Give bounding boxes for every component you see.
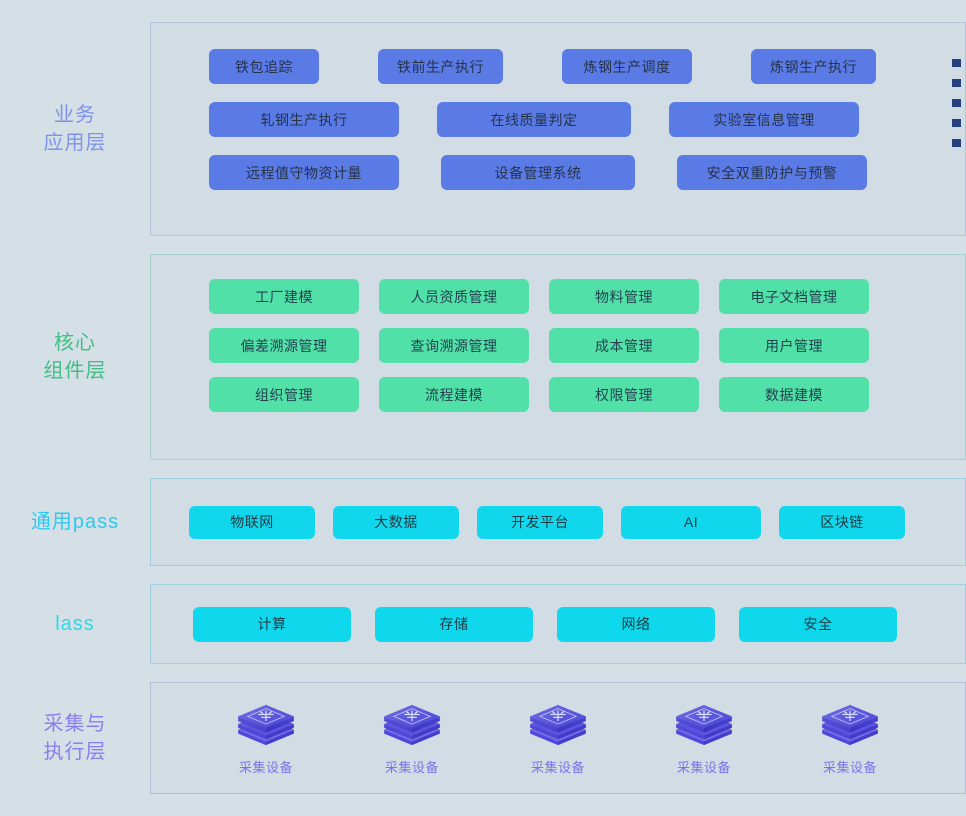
device-label: 采集设备: [676, 759, 731, 775]
edge-bullet-list: [952, 59, 966, 159]
layer-label-core: 核心 组件层: [43, 332, 107, 382]
core-row-3: 组织管理流程建模权限管理数据建模: [209, 377, 965, 412]
edge-bullet-marker: [952, 99, 961, 107]
layer-panel-paas: 物联网大数据开发平台 AI 区块链: [150, 478, 966, 566]
layer-label-business: 业务 应用层: [43, 104, 107, 154]
core-row-1: 工厂建模人员资质管理物料管理电子文档管理: [209, 279, 965, 314]
business-app-button[interactable]: 设备管理系统: [441, 155, 635, 190]
device-node[interactable]: 采集设备: [525, 701, 591, 776]
iaas-service-button[interactable]: 安全: [739, 606, 897, 642]
paas-row: 物联网大数据开发平台 AI 区块链: [151, 479, 965, 565]
core-component-button[interactable]: 数据建模: [719, 377, 869, 412]
business-app-button[interactable]: 炼钢生产执行: [751, 49, 876, 84]
iaas-service-button[interactable]: 网络: [557, 606, 715, 642]
paas-service-button[interactable]: 物联网: [189, 505, 315, 539]
core-component-button[interactable]: 人员资质管理: [379, 279, 529, 314]
business-app-button[interactable]: 在线质量判定: [437, 102, 631, 137]
layer-label-paas: 通用pass: [30, 511, 120, 533]
core-component-button[interactable]: 物料管理: [549, 279, 699, 314]
device-node[interactable]: 采集设备: [233, 701, 299, 776]
collection-device-cube-icon: [817, 701, 883, 749]
business-app-button[interactable]: 铁包追踪: [209, 49, 319, 84]
layer-panel-device: 采集设备: [150, 682, 966, 794]
device-label: 采集设备: [822, 759, 877, 775]
layer-panel-core: 工厂建模人员资质管理物料管理电子文档管理 偏差溯源管理查询溯源管理成本管理用户管…: [150, 254, 966, 460]
business-row-2: 轧钢生产执行 在线质量判定 实验室信息管理: [151, 102, 965, 137]
business-app-button[interactable]: 轧钢生产执行: [209, 102, 399, 137]
iaas-row: 计算存储网络安全: [151, 585, 965, 663]
core-row-2: 偏差溯源管理查询溯源管理成本管理用户管理: [209, 328, 965, 363]
collection-device-cube-icon: [379, 701, 445, 749]
edge-bullet-marker: [952, 79, 961, 87]
layer-label-iaas: lass: [55, 613, 95, 635]
core-component-button[interactable]: 电子文档管理: [719, 279, 869, 314]
core-component-button[interactable]: 查询溯源管理: [379, 328, 529, 363]
core-component-button[interactable]: 流程建模: [379, 377, 529, 412]
edge-bullet-marker: [952, 119, 961, 127]
device-node[interactable]: 采集设备: [817, 701, 883, 776]
business-app-button[interactable]: 炼钢生产调度: [562, 49, 692, 84]
business-row-1: 铁包追踪 铁前生产执行 炼钢生产调度 炼钢生产执行: [151, 49, 965, 84]
layer-row-business: 业务 应用层 铁包追踪 铁前生产执行 炼钢生产调度 炼钢生产执行 轧钢生产执行 在线质量…: [0, 22, 966, 236]
device-row: 采集设备: [151, 683, 965, 793]
layer-row-paas: 通用pass 物联网大数据开发平台 AI 区块链: [0, 478, 966, 566]
layer-label-device: 采集与 执行层: [43, 713, 107, 763]
collection-device-cube-icon: [671, 701, 737, 749]
business-app-button[interactable]: 铁前生产执行: [378, 49, 503, 84]
layer-row-device: 采集与 执行层: [0, 682, 966, 794]
business-app-button[interactable]: 安全双重防护与预警: [677, 155, 867, 190]
device-node[interactable]: 采集设备: [379, 701, 445, 776]
device-label: 采集设备: [530, 759, 585, 775]
device-label: 采集设备: [384, 759, 439, 775]
collection-device-cube-icon: [233, 701, 299, 749]
edge-bullet-marker: [952, 59, 961, 67]
business-app-button[interactable]: 实验室信息管理: [669, 102, 859, 137]
iaas-service-button[interactable]: 计算: [193, 606, 351, 642]
layer-panel-iaas: 计算存储网络安全: [150, 584, 966, 664]
core-component-button[interactable]: 成本管理: [549, 328, 699, 363]
business-row-3: 远程值守物资计量 设备管理系统 安全双重防护与预警: [151, 155, 965, 190]
core-component-button[interactable]: 权限管理: [549, 377, 699, 412]
device-label: 采集设备: [238, 759, 293, 775]
core-component-button[interactable]: 组织管理: [209, 377, 359, 412]
paas-service-button[interactable]: 开发平台: [477, 505, 603, 539]
layer-row-iaas: lass 计算存储网络安全: [0, 584, 966, 664]
collection-device-cube-icon: [525, 701, 591, 749]
business-app-button[interactable]: 远程值守物资计量: [209, 155, 399, 190]
business-grid: 铁包追踪 铁前生产执行 炼钢生产调度 炼钢生产执行 轧钢生产执行 在线质量判定 实验室信息…: [151, 23, 965, 190]
iaas-service-button[interactable]: 存储: [375, 606, 533, 642]
paas-service-button[interactable]: 区块链: [779, 505, 905, 539]
paas-service-button[interactable]: AI: [621, 505, 761, 539]
paas-service-button[interactable]: 大数据: [333, 505, 459, 539]
layer-panel-business: 铁包追踪 铁前生产执行 炼钢生产调度 炼钢生产执行 轧钢生产执行 在线质量判定 实验室信息…: [150, 22, 966, 236]
core-component-button[interactable]: 偏差溯源管理: [209, 328, 359, 363]
layer-row-core: 核心 组件层 工厂建模人员资质管理物料管理电子文档管理 偏差溯源管理查询溯源管理…: [0, 254, 966, 460]
device-node[interactable]: 采集设备: [671, 701, 737, 776]
core-component-button[interactable]: 工厂建模: [209, 279, 359, 314]
edge-bullet-marker: [952, 139, 961, 147]
core-grid: 工厂建模人员资质管理物料管理电子文档管理 偏差溯源管理查询溯源管理成本管理用户管…: [151, 255, 965, 412]
core-component-button[interactable]: 用户管理: [719, 328, 869, 363]
